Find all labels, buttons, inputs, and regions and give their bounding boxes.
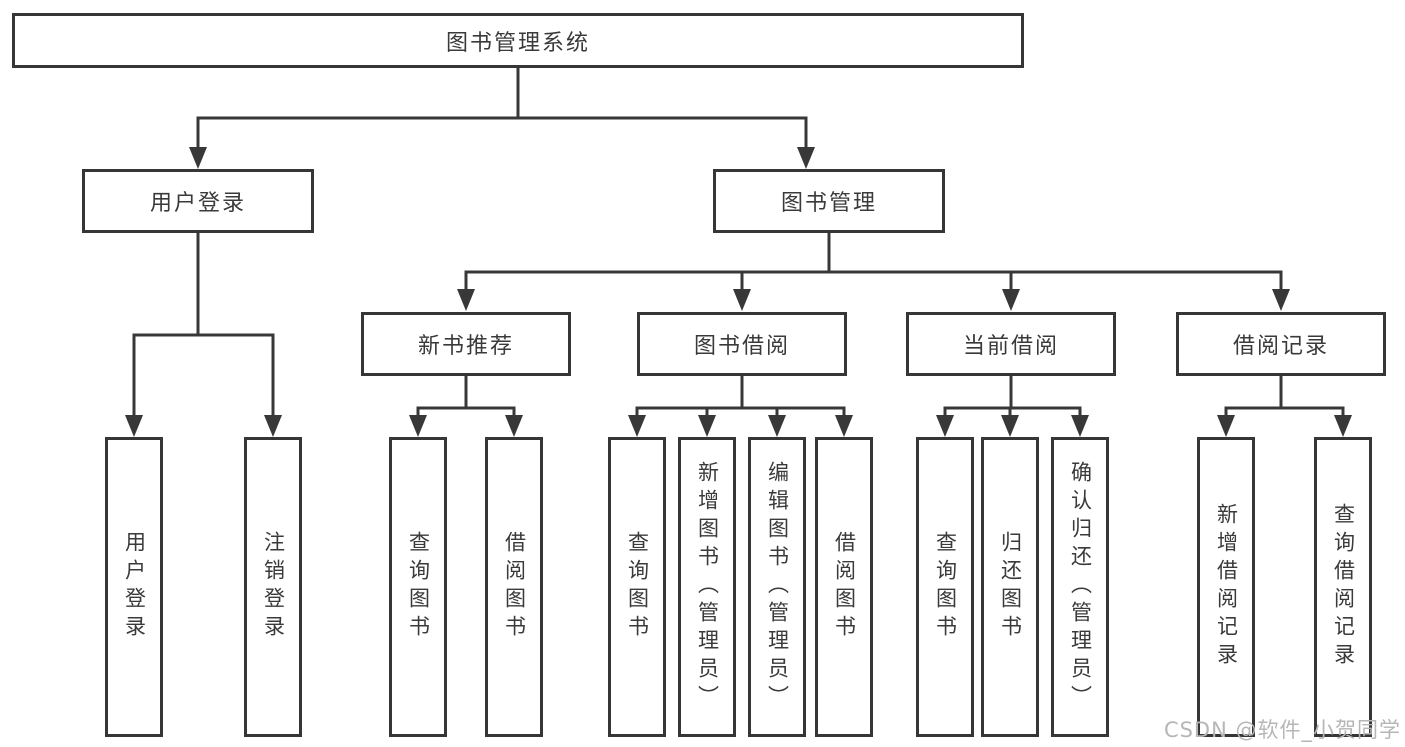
arrow-icon — [1334, 415, 1352, 437]
node-book-borrow: 图书借阅 — [637, 312, 847, 376]
arrow-icon — [264, 415, 282, 437]
arrow-icon — [797, 147, 815, 169]
node-label: 归还图书 — [998, 531, 1023, 643]
arrowheads — [125, 147, 1352, 437]
arrow-icon — [835, 415, 853, 437]
arrow-icon — [698, 415, 716, 437]
node-label: 借阅图书 — [502, 531, 527, 643]
node-label: 借阅记录 — [1232, 334, 1329, 359]
node-label: 图书借阅 — [693, 334, 790, 359]
leaf-query-books-recommend: 查询图书 — [389, 437, 447, 737]
connector-level2-rail — [196, 116, 808, 152]
leaf-logout: 注销登录 — [244, 437, 302, 737]
node-borrow-record: 借阅记录 — [1176, 312, 1386, 376]
node-label: 新增借阅记录 — [1214, 503, 1239, 671]
connector-current-borrow-rail — [943, 376, 1082, 420]
node-label: 用户登录 — [149, 191, 246, 216]
leaf-add-books-admin: 新增图书（管理员） — [678, 437, 736, 737]
node-label: 确认归还（管理员） — [1068, 461, 1093, 713]
arrow-icon — [505, 415, 523, 437]
node-root-system: 图书管理系统 — [12, 13, 1024, 68]
leaf-return-books: 归还图书 — [981, 437, 1039, 737]
connector-new-book-rail — [416, 376, 516, 420]
connector-level3-rail — [464, 270, 1283, 293]
connector-user-login-rail — [132, 233, 275, 418]
node-label: 注销登录 — [261, 531, 286, 643]
arrow-icon — [628, 415, 646, 437]
connector-borrow-record-rail — [1224, 376, 1345, 420]
node-label: 查询借阅记录 — [1331, 503, 1356, 671]
leaf-user-login: 用户登录 — [105, 437, 163, 737]
arrow-icon — [189, 147, 207, 169]
leaf-edit-books-admin: 编辑图书（管理员） — [748, 437, 806, 737]
arrow-icon — [457, 289, 475, 311]
arrow-icon — [768, 415, 786, 437]
node-user-login: 用户登录 — [82, 169, 314, 233]
leaf-borrow-books: 借阅图书 — [815, 437, 873, 737]
node-label: 借阅图书 — [832, 531, 857, 643]
leaf-add-borrow-record: 新增借阅记录 — [1197, 437, 1255, 737]
node-label: 编辑图书（管理员） — [765, 461, 790, 713]
node-label: 当前借阅 — [962, 334, 1059, 359]
arrow-icon — [936, 415, 954, 437]
arrow-icon — [409, 415, 427, 437]
node-new-book-recommend: 新书推荐 — [361, 312, 571, 376]
leaf-query-borrow-record: 查询借阅记录 — [1314, 437, 1372, 737]
arrow-icon — [1071, 415, 1089, 437]
csdn-watermark: CSDN @软件_小贺同学 — [1163, 718, 1401, 742]
arrow-icon — [1002, 289, 1020, 311]
node-label: 新书推荐 — [417, 334, 514, 359]
node-book-management: 图书管理 — [713, 169, 945, 233]
node-label: 查询图书 — [625, 531, 650, 643]
node-label: 新增图书（管理员） — [695, 461, 720, 713]
leaf-query-books-borrow: 查询图书 — [608, 437, 666, 737]
arrow-icon — [125, 415, 143, 437]
arrow-icon — [1001, 415, 1019, 437]
leaf-borrow-books-recommend: 借阅图书 — [485, 437, 543, 737]
arrow-icon — [1217, 415, 1235, 437]
leaf-query-books-current: 查询图书 — [916, 437, 974, 737]
node-label: 图书管理系统 — [445, 30, 590, 56]
node-label: 查询图书 — [406, 531, 431, 643]
node-label: 查询图书 — [933, 531, 958, 643]
leaf-confirm-return-admin: 确认归还（管理员） — [1051, 437, 1109, 737]
node-label: 图书管理 — [780, 191, 877, 216]
node-label: 用户登录 — [122, 531, 147, 643]
arrow-icon — [1272, 289, 1290, 311]
node-current-borrow: 当前借阅 — [906, 312, 1116, 376]
arrow-icon — [733, 289, 751, 311]
connector-book-borrow-rail — [635, 376, 846, 420]
